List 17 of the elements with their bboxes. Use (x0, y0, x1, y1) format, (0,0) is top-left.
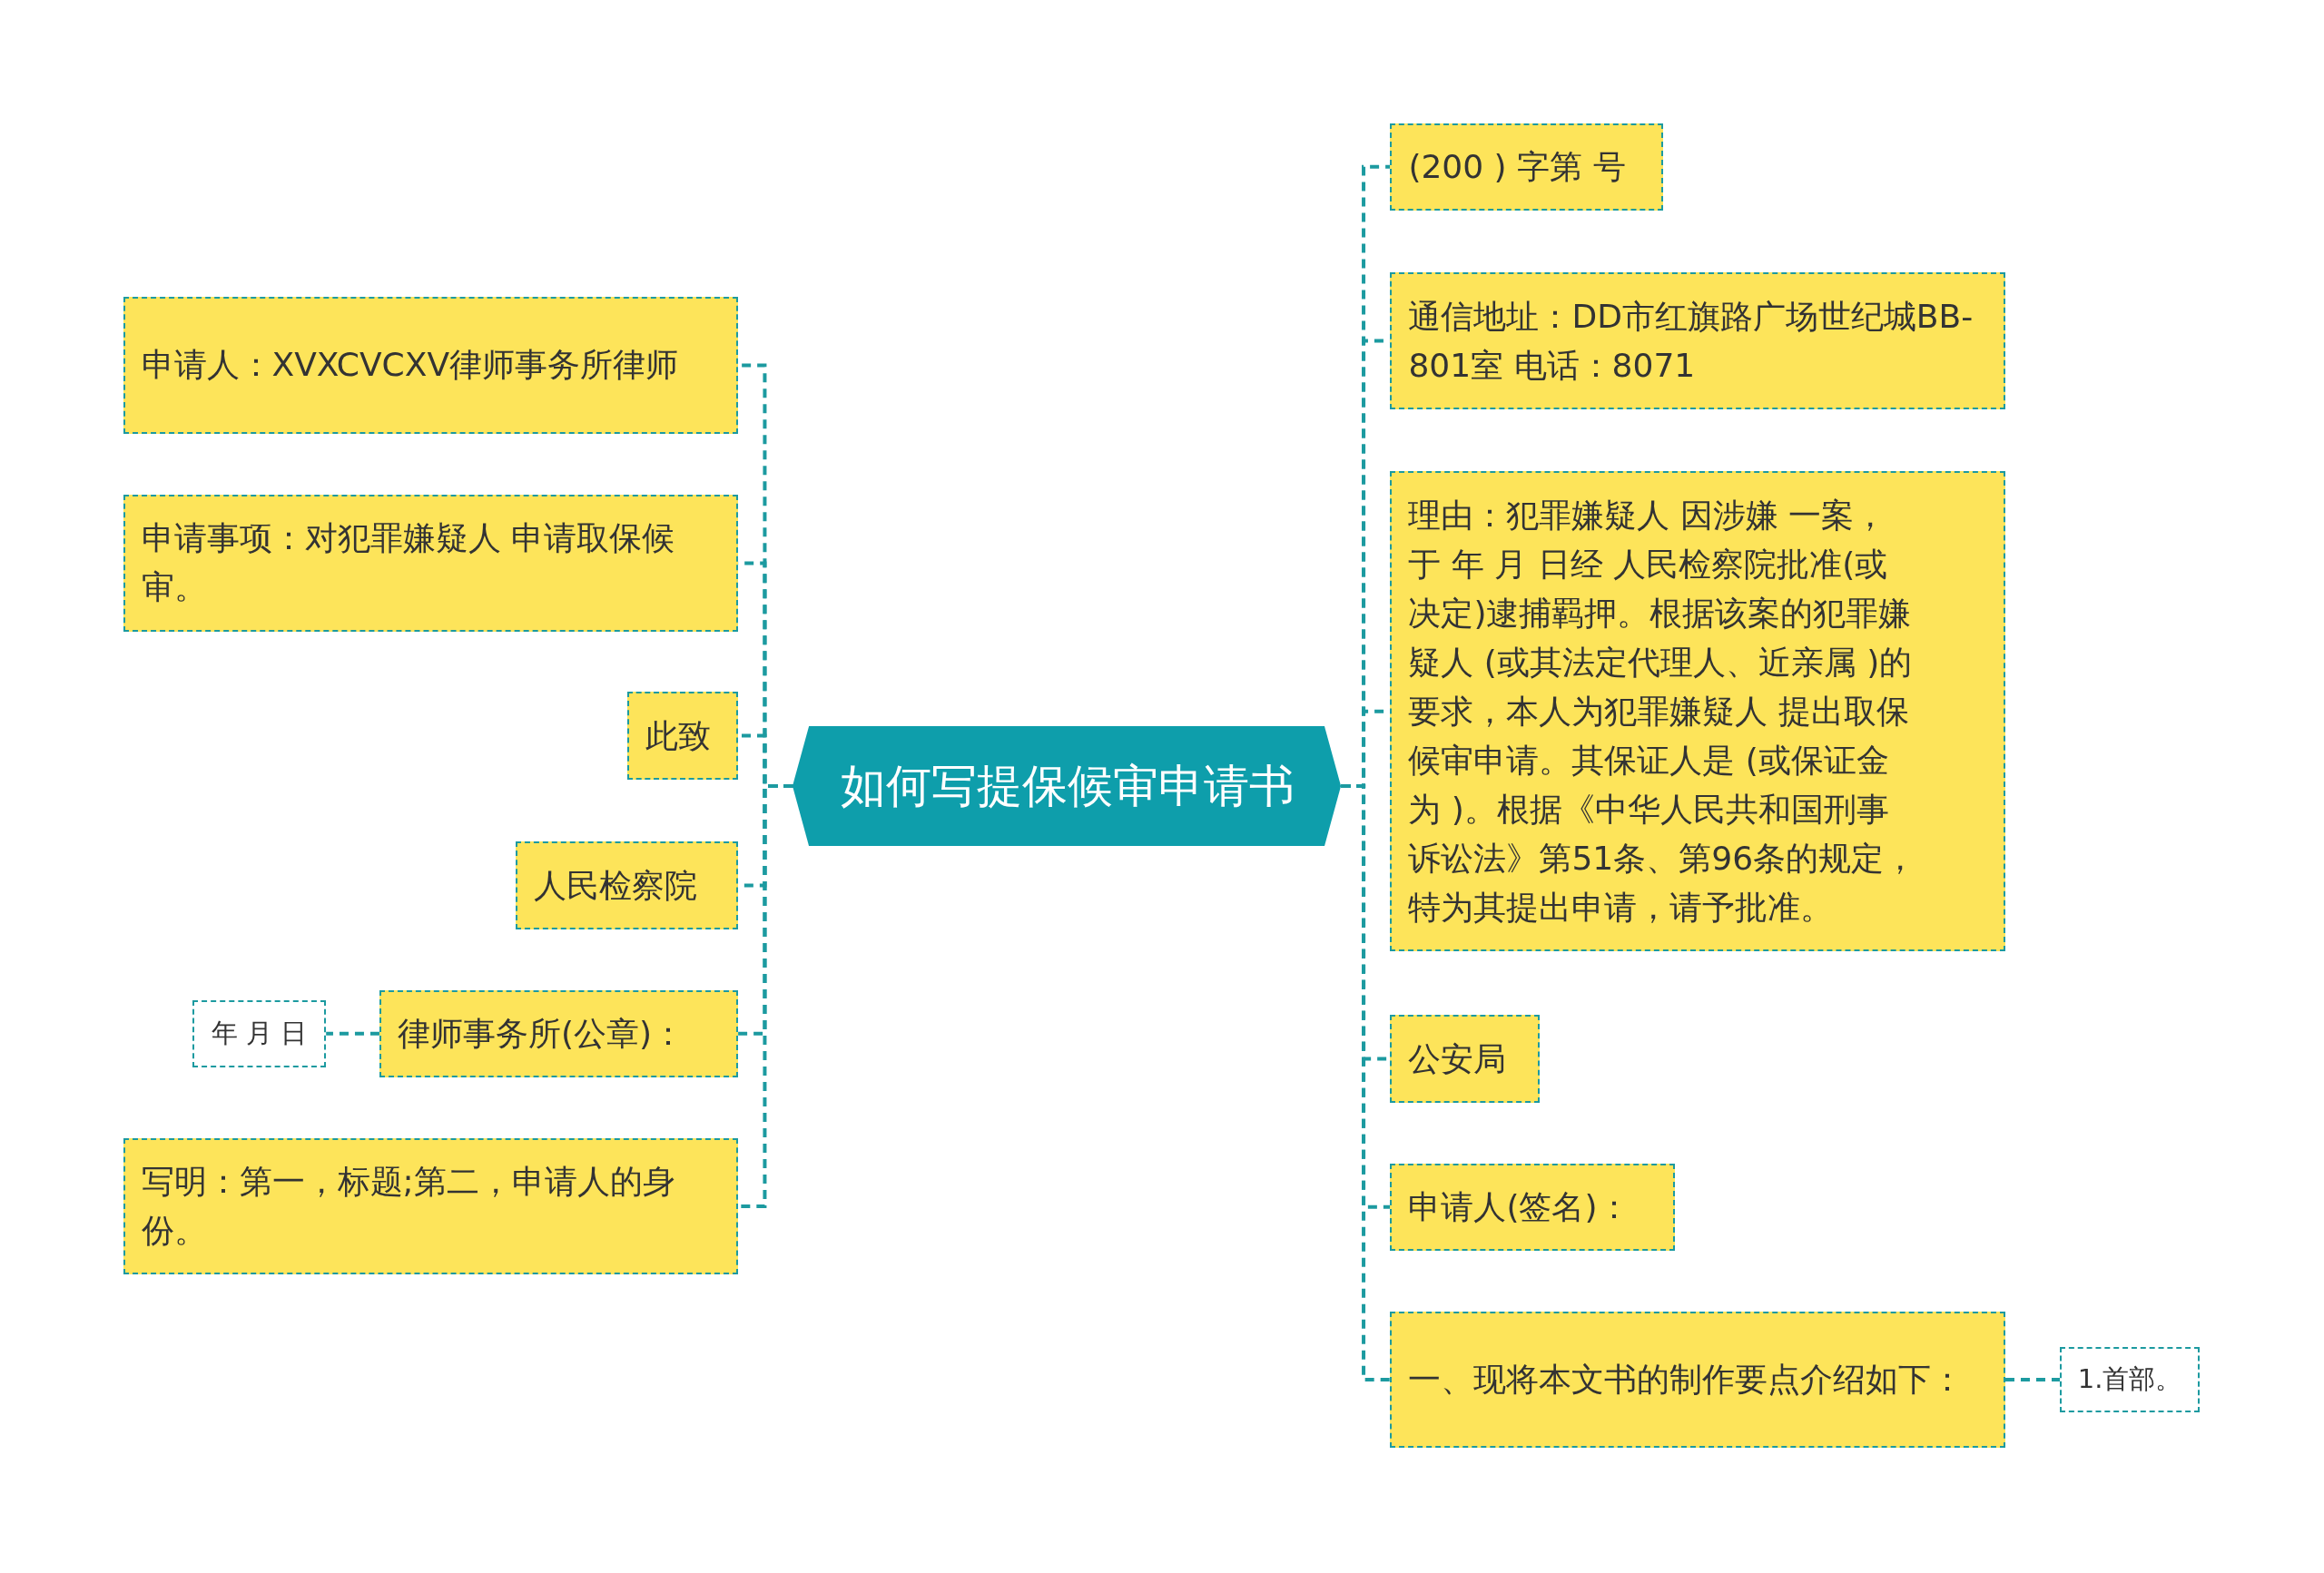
topic-box: 申请事项：对犯罪嫌疑人 申请取保候审。 (123, 495, 739, 632)
topic-box: 此致 (626, 692, 739, 780)
topic-box: 申请人(签名)： (1390, 1163, 1675, 1251)
connector-line (326, 1031, 379, 1036)
note-box: 年 月 日 (192, 1000, 327, 1067)
note-box: 1.首部。 (2060, 1347, 2200, 1412)
topic-box: 写明：第一，标题;第二，申请人的身份。 (123, 1137, 739, 1275)
topic-box: 人民检察院 (516, 841, 739, 929)
topic-box: 律师事务所(公章)： (379, 989, 739, 1077)
topic-box: 申请人：XVXCVCXV律师事务所律师 (123, 296, 739, 435)
topic-box: 一、现将本文书的制作要点介绍如下： (1390, 1311, 2005, 1449)
topic-box: 通信地址：DD市红旗路广场世纪城BB-801室 电话：8071 (1390, 272, 2005, 409)
topic-box: 理由：犯罪嫌疑人 因涉嫌 一案，于 年 月 日经 人民检察院批准(或决定)逮捕羁押。根据该案的犯罪嫌疑人 (或其法定代理人、近亲属 )的要求，本人为犯罪嫌疑人 提出取保候审申请。其保证人是 (或保证金为 )。根据《中华人民共和国刑事诉讼法》第51条、第96条的规定，特为其提出申请，请予批准。 (1390, 471, 2005, 952)
topic-box: 公安局 (1390, 1015, 1541, 1103)
connector-line (2005, 1378, 2061, 1381)
topic-box: (200 ) 字第 号 (1390, 123, 1663, 211)
central-topic: 如何写提保候审申请书 (793, 726, 1342, 847)
